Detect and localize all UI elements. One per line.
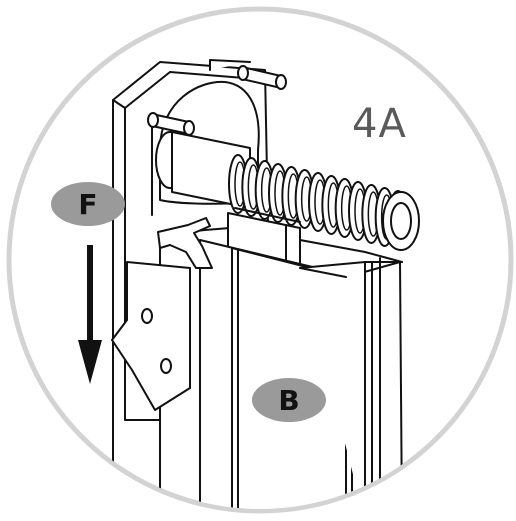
mounting-pin-bottom (147, 112, 195, 136)
mounting-pin-top (237, 65, 287, 90)
label-f-badge: F (51, 182, 125, 226)
label-f-text: F (78, 188, 97, 221)
down-arrow-icon (78, 245, 102, 384)
spring-end-inner (390, 202, 412, 240)
latch-clip (157, 217, 213, 269)
coil-spring (228, 154, 420, 251)
label-b-badge: B (252, 378, 326, 422)
label-b-text: B (278, 384, 299, 417)
sliding-plate (111, 261, 191, 411)
step-label: 4A (352, 101, 407, 147)
